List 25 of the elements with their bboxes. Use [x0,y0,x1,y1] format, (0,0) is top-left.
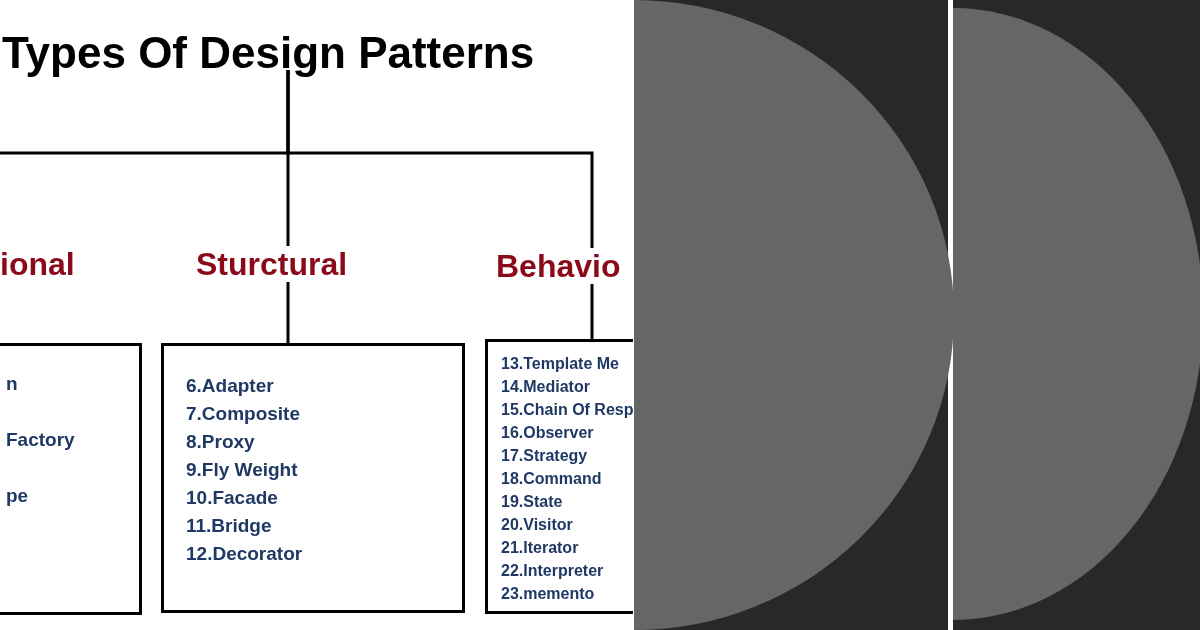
pattern-name: 19.State [501,492,563,512]
category-heading: Sturctural [196,246,348,282]
pattern-name: 16.Observer [501,423,594,443]
pattern-name: pe [6,484,29,507]
pattern-name: 12.Decorator [186,542,303,565]
pattern-name: 17.Strategy [501,446,588,466]
pattern-name: 18.Command [501,469,602,489]
pattern-name: 22.Interpreter [501,561,604,581]
diagram-title: Types Of Design Patterns [2,28,535,78]
pattern-name: 8.Proxy [186,430,255,453]
pattern-name: 9.Fly Weight [186,458,298,481]
pattern-name: 6.Adapter [186,374,274,397]
category-heading: Behavio [496,248,621,284]
pattern-name: 15.Chain Of Resp [501,400,634,420]
pattern-name: 10.Facade [186,486,278,509]
pattern-name: n [6,372,18,395]
pattern-name: 13.Template Me [501,354,619,374]
pattern-name: 21.Iterator [501,538,579,558]
pattern-name: 11.Bridge [186,514,272,537]
pattern-name: 23.memento [501,584,595,604]
pattern-name: Factory [6,428,75,451]
pattern-name: 20.Visitor [501,515,573,535]
pattern-name: 7.Composite [186,402,301,425]
pattern-name: 14.Mediator [501,377,590,397]
connector-line [286,70,594,339]
